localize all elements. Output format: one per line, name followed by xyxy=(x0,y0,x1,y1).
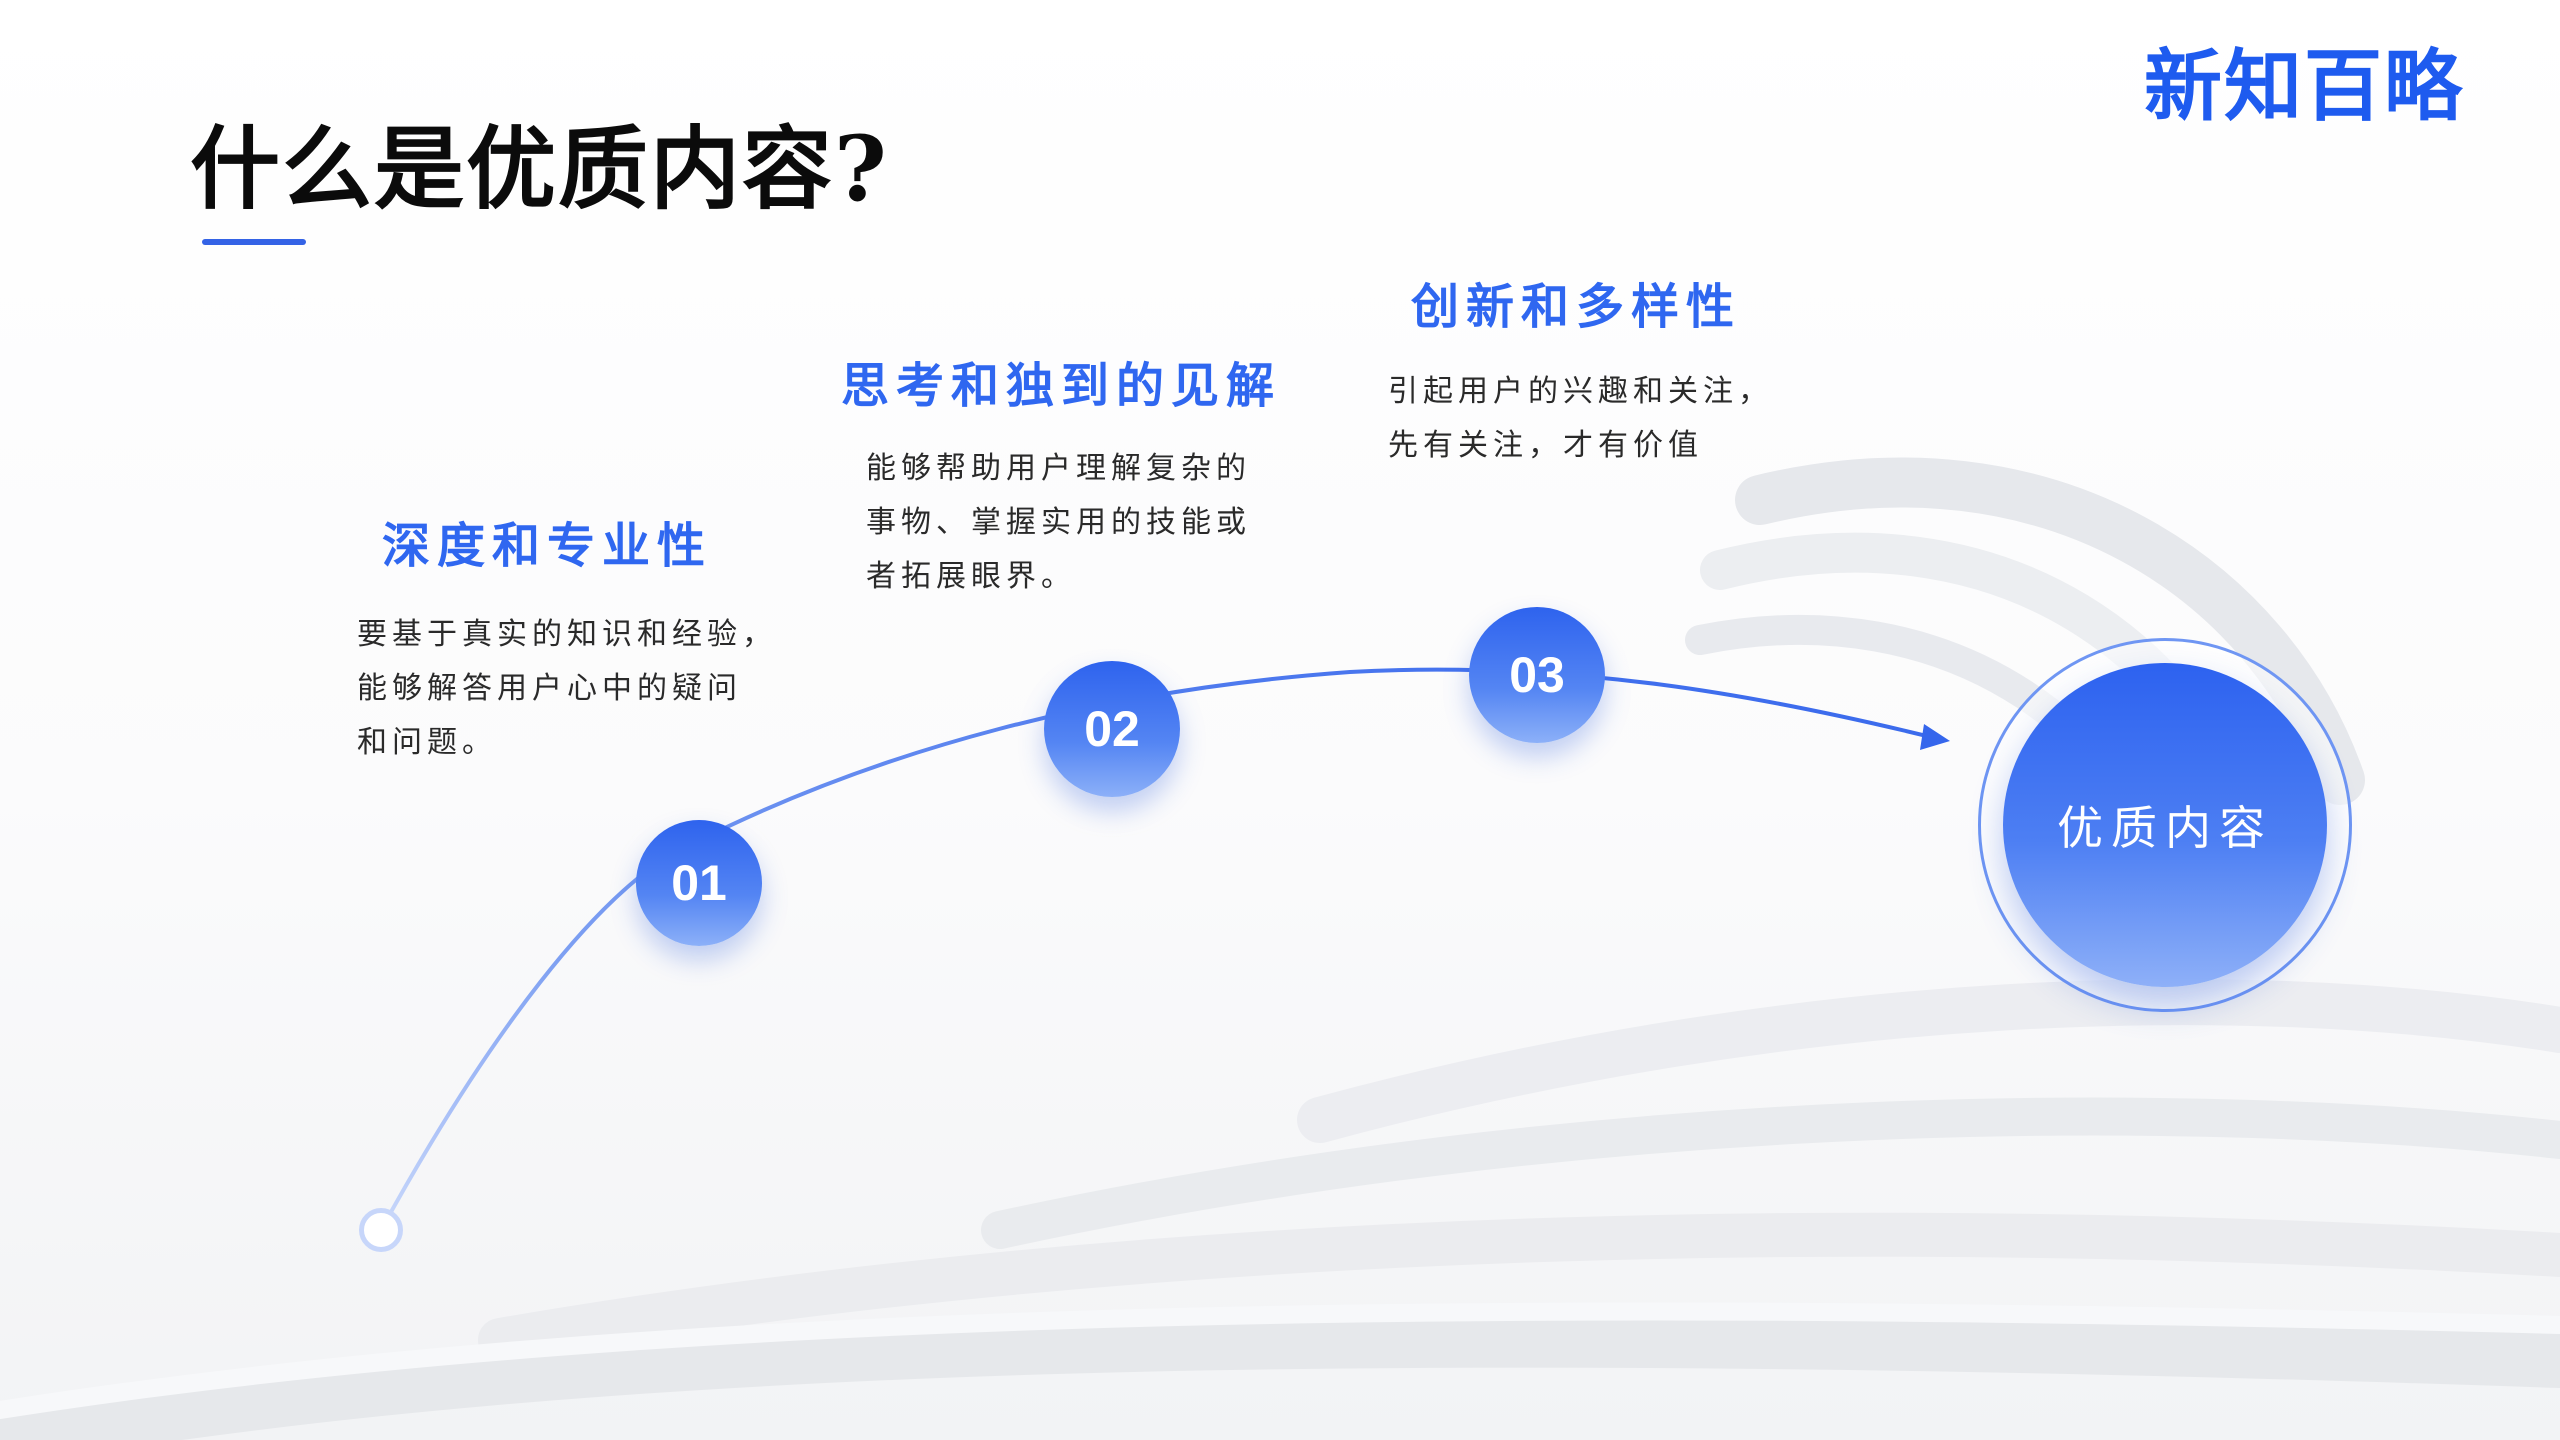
step-1-node: 01 xyxy=(636,820,762,946)
step-3-description-line-1: 引起用户的兴趣和关注， xyxy=(1388,374,1773,409)
page-title: 什么是优质内容? xyxy=(190,116,889,222)
arrow-head-icon xyxy=(1920,724,1950,750)
step-1-description-line-2: 能够解答用户心中的疑问 xyxy=(357,671,742,706)
step-1-description-line-1: 要基于真实的知识和经验， xyxy=(357,617,777,652)
timeline-start-dot xyxy=(359,1208,403,1252)
title-underline xyxy=(202,239,306,245)
step-3-description: 引起用户的兴趣和关注， 先有关注，才有价值 xyxy=(1388,365,1773,473)
step-1-description-line-3: 和问题。 xyxy=(357,725,497,760)
brand-logo: 新知百略 xyxy=(2143,42,2464,132)
step-3-number: 03 xyxy=(1509,647,1565,703)
step-2-description-line-3: 者拓展眼界。 xyxy=(866,559,1076,594)
step-2-description-line-2: 事物、掌握实用的技能或 xyxy=(866,505,1251,540)
step-2-description-line-1: 能够帮助用户理解复杂的 xyxy=(866,451,1251,486)
background-ribbons xyxy=(0,457,2560,1440)
step-2-heading: 思考和独到的见解 xyxy=(841,358,1282,414)
step-3-description-line-2: 先有关注，才有价值 xyxy=(1388,428,1703,463)
step-3-heading: 创新和多样性 xyxy=(1411,279,1742,335)
target-label: 优质内容 xyxy=(2057,801,2273,855)
step-3-node: 03 xyxy=(1469,607,1605,743)
step-2-description: 能够帮助用户理解复杂的 事物、掌握实用的技能或 者拓展眼界。 xyxy=(866,442,1251,604)
step-1-number: 01 xyxy=(671,855,727,911)
step-2-node: 02 xyxy=(1044,661,1180,797)
step-1-heading: 深度和专业性 xyxy=(382,518,713,574)
step-2-number: 02 xyxy=(1084,701,1140,757)
target-circle: 优质内容 xyxy=(2003,663,2327,987)
progress-curve xyxy=(379,667,1936,1231)
step-1-description: 要基于真实的知识和经验， 能够解答用户心中的疑问 和问题。 xyxy=(357,608,777,770)
